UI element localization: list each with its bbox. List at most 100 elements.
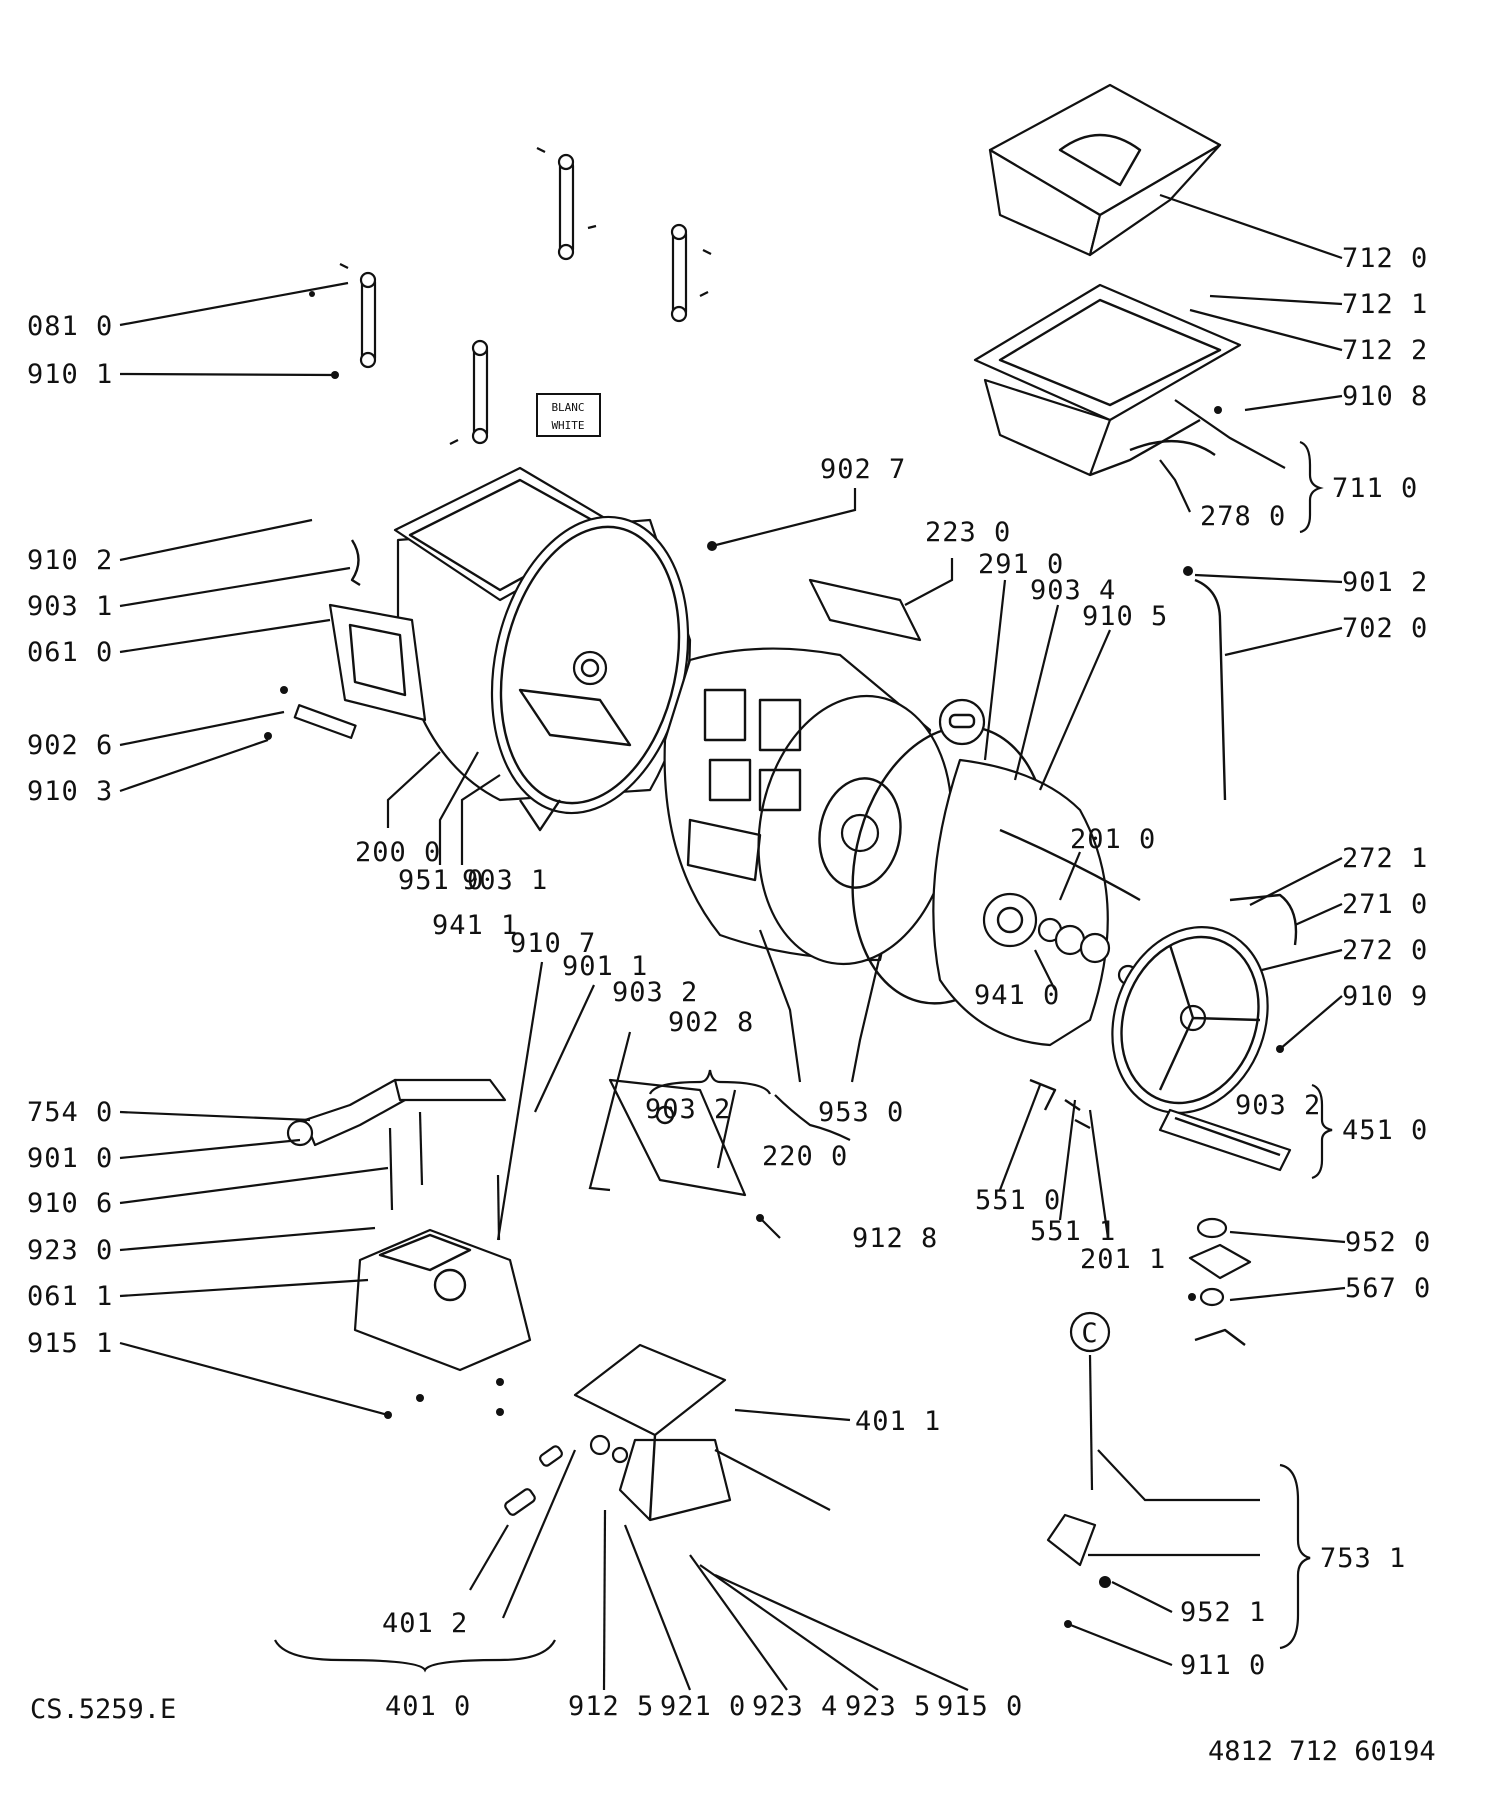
label-200-0: 200 0 [355, 837, 441, 868]
shock-absorber-1 [536, 147, 597, 261]
label-451-0: 451 0 [1342, 1115, 1428, 1146]
label-901-1: 901 1 [562, 951, 648, 982]
belt-271 [1229, 893, 1298, 946]
label-272-1: 272 1 [1342, 843, 1428, 874]
shock-absorber-4 [449, 339, 489, 445]
motor-401 [573, 1343, 831, 1522]
label-061-1: 061 1 [27, 1281, 113, 1312]
small-screws [264, 291, 1284, 1628]
pulley-wheel [1111, 926, 1269, 1114]
label-220-0: 220 0 [762, 1141, 848, 1172]
label-754-0: 754 0 [27, 1097, 113, 1128]
drain-hose-754 [286, 1078, 507, 1147]
tag-box: BLANC WHITE [536, 393, 601, 437]
label-567-0: 567 0 [1345, 1273, 1431, 1304]
callout-c-symbol: C [1081, 1318, 1098, 1349]
outer-tub [393, 466, 692, 832]
label-902-8: 902 8 [668, 1007, 754, 1038]
label-953-0: 953 0 [818, 1097, 904, 1128]
switch-551 [1029, 1078, 1091, 1130]
label-702-0: 702 0 [1342, 613, 1428, 644]
tub-front-bracket [328, 603, 427, 722]
label-201-0: 201 0 [1070, 824, 1156, 855]
strip-902-6 [293, 704, 357, 739]
label-551-1: 551 1 [1030, 1216, 1116, 1247]
label-910-7: 910 7 [510, 928, 596, 959]
rear-tub-shell [851, 725, 1141, 1047]
label-903-2-a: 903 2 [612, 977, 698, 1008]
label-951-0: 951 0 [398, 865, 484, 896]
label-923-4: 923 4 [752, 1691, 838, 1722]
sensor-rod-753 [1046, 1354, 1097, 1567]
label-910-9: 910 9 [1342, 981, 1428, 1012]
label-902-7: 902 7 [820, 454, 906, 485]
label-910-3: 910 3 [27, 776, 113, 807]
shock-absorber-3 [339, 263, 377, 369]
label-712-0: 712 0 [1342, 243, 1428, 274]
label-952-1: 952 1 [1180, 1597, 1266, 1628]
label-911-0: 911 0 [1180, 1650, 1266, 1681]
label-712-1: 712 1 [1342, 289, 1428, 320]
label-941-1: 941 1 [432, 910, 518, 941]
spring-278 [1129, 440, 1216, 456]
heater-451 [1158, 1108, 1292, 1172]
capacitor-401-2 [504, 1445, 563, 1516]
callout-c: C [1069, 1311, 1111, 1353]
bracket-902-8 [608, 1078, 747, 1197]
label-271-0: 271 0 [1342, 889, 1428, 920]
label-401-2: 401 2 [382, 1608, 468, 1639]
label-910-2: 910 2 [27, 545, 113, 576]
detergent-drawer [988, 83, 1222, 257]
label-903-1-b: 903 1 [462, 865, 548, 896]
document-number: 4812 712 60194 [1208, 1736, 1436, 1767]
tag-box-line2: WHITE [551, 419, 584, 432]
label-903-2-c: 903 2 [1235, 1090, 1321, 1121]
clip-903-1 [350, 539, 361, 587]
part-labels: 081 0 910 1 910 2 903 1 061 0 902 6 910 … [27, 243, 1431, 1722]
label-910-5: 910 5 [1082, 601, 1168, 632]
inner-drum [663, 647, 953, 966]
circle-marker-part [938, 698, 986, 746]
label-915-1: 915 1 [27, 1328, 113, 1359]
label-901-2: 901 2 [1342, 567, 1428, 598]
label-712-2: 712 2 [1342, 335, 1428, 366]
label-910-6: 910 6 [27, 1188, 113, 1219]
drawer-housing [973, 283, 1242, 477]
label-903-2-b: 903 2 [645, 1094, 731, 1125]
label-278-0: 278 0 [1200, 501, 1286, 532]
label-291-0: 291 0 [978, 549, 1064, 580]
bolts-910-6 [388, 1111, 501, 1241]
shock-absorber-2 [670, 223, 712, 323]
label-061-0: 061 0 [27, 637, 113, 668]
label-921-0: 921 0 [660, 1691, 746, 1722]
label-903-4: 903 4 [1030, 575, 1116, 606]
label-903-1-a: 903 1 [27, 591, 113, 622]
label-902-6: 902 6 [27, 730, 113, 761]
label-223-0: 223 0 [925, 517, 1011, 548]
pressure-switch-567 [1188, 1217, 1252, 1346]
label-272-0: 272 0 [1342, 935, 1428, 966]
label-081-0: 081 0 [27, 311, 113, 342]
label-923-5: 923 5 [845, 1691, 931, 1722]
label-915-0: 915 0 [937, 1691, 1023, 1722]
label-912-5: 912 5 [568, 1691, 654, 1722]
drawing-code: CS.5259.E [30, 1694, 176, 1725]
leader-lines [119, 193, 1346, 1692]
label-923-0: 923 0 [27, 1235, 113, 1266]
label-952-0: 952 0 [1345, 1227, 1431, 1258]
label-401-0: 401 0 [385, 1691, 471, 1722]
label-910-1: 910 1 [27, 359, 113, 390]
tag-box-line1: BLANC [551, 401, 584, 414]
label-941-0: 941 0 [974, 980, 1060, 1011]
label-910-8: 910 8 [1342, 381, 1428, 412]
hose-702 [1194, 578, 1227, 801]
label-551-0: 551 0 [975, 1185, 1061, 1216]
label-401-1: 401 1 [855, 1406, 941, 1437]
label-753-1: 753 1 [1320, 1543, 1406, 1574]
label-711-0: 711 0 [1332, 473, 1418, 504]
label-912-8: 912 8 [852, 1223, 938, 1254]
label-201-1: 201 1 [1080, 1244, 1166, 1275]
drum-clip-223 [808, 578, 922, 642]
counterweight-061-1 [353, 1228, 532, 1372]
